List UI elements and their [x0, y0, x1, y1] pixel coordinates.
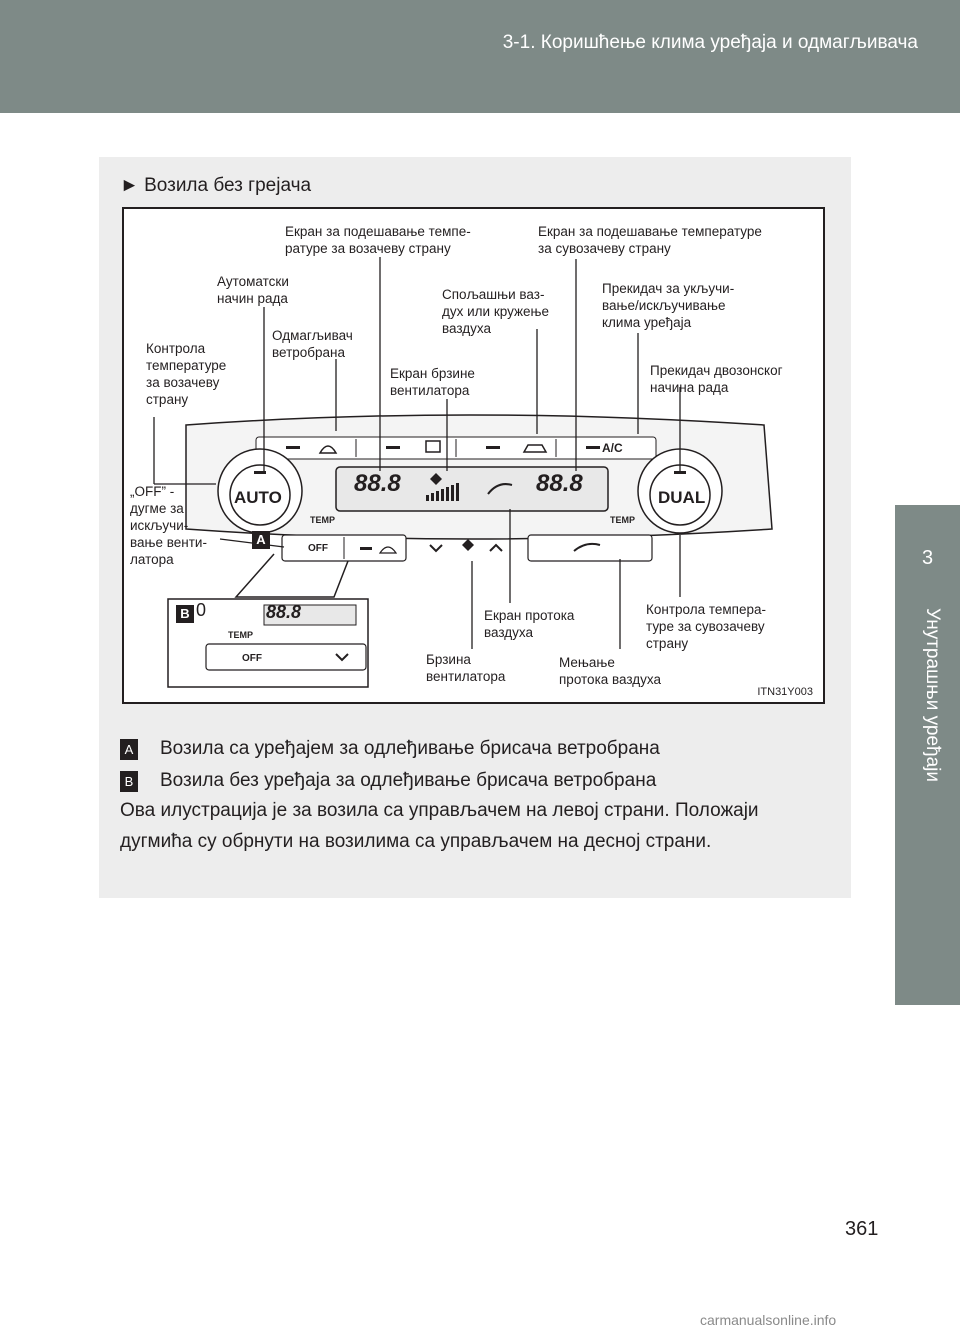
tag-b: B — [176, 605, 194, 623]
inset-temp-label: TEMP — [228, 630, 254, 640]
callout-ac-switch: Прекидач за укључи- вање/искључивање кли… — [602, 281, 735, 330]
inset-temp-digits: 88.8 — [266, 602, 302, 622]
callout-dual-switch: Прекидач двозонског начина рада — [650, 363, 783, 395]
fan-icon — [430, 473, 442, 485]
legend-text-b: Возила без уређаја за одлеђивање брисача… — [160, 770, 657, 791]
section-title: ► Возила без грејача — [120, 175, 312, 196]
fan-speed-icon — [462, 539, 474, 551]
callout-outside-air: Спољашњи ваз- дух или кружење ваздуха — [442, 287, 550, 336]
ac-button-label: A/C — [602, 441, 623, 455]
chapter-number: 3 — [921, 547, 934, 569]
fan-down-icon — [429, 544, 443, 553]
auto-button-label: AUTO — [234, 488, 282, 507]
passenger-temp-digits: 88.8 — [536, 470, 583, 497]
callout-driver-temp-display: Екран за подешавање темпе- ратуре за воз… — [285, 224, 471, 256]
off-button-label: OFF — [308, 543, 328, 554]
inset-knob-digit: 0 — [196, 600, 207, 620]
figure-code: ITN31Y003 — [757, 686, 813, 698]
note-paragraph: Ова илустрација је за возила са управљач… — [120, 800, 759, 852]
inset-off-label: OFF — [242, 653, 262, 664]
callout-defogger: Одмагљивач ветробрана — [272, 328, 353, 360]
callout-off-button: „OFF” - дугме за искључи- вање венти- ла… — [130, 484, 207, 567]
chapter-title: 3-1. Коришћење клима уређаја и одмагљива… — [502, 32, 918, 53]
page-header: 3-1. Коришћење клима уређаја и одмагљива… — [0, 0, 960, 113]
watermark: carmanualsonline.info — [700, 1312, 837, 1328]
rear-defog-icon — [425, 440, 441, 453]
legend-text-a: Возила са уређајем за одлеђивање брисача… — [160, 738, 660, 759]
airflow-button — [527, 534, 653, 562]
leader-lines — [153, 257, 681, 649]
callout-fan-speed: Брзина вентилатора — [426, 652, 506, 684]
chapter-side-tab: 3 Унутрашњи уређаји — [895, 505, 960, 1005]
legend-badge-b: B — [120, 771, 138, 792]
recirculation-icon — [522, 444, 548, 453]
driver-temp-label: TEMP — [310, 515, 336, 525]
callout-passenger-temp-display: Екран за подешавање температуре за сувоз… — [538, 224, 762, 256]
callout-airflow-display: Екран протока ваздуха — [484, 608, 575, 640]
dual-button-label: DUAL — [658, 488, 706, 507]
callout-airflow-change: Мењање протока ваздуха — [559, 655, 662, 687]
tag-a: A — [252, 531, 270, 549]
windshield-defog-icon — [318, 445, 338, 454]
callout-auto-mode: Аутоматски начин рада — [217, 274, 289, 306]
legend-badge-a: A — [120, 739, 138, 760]
passenger-temp-label: TEMP — [610, 515, 636, 525]
callout-driver-temp-control: Контрола температуре за возачеву страну — [146, 341, 227, 407]
chapter-side-label: Унутрашњи уређаји — [922, 608, 943, 783]
legend-row-a: A Возила са уређајем за одлеђивање бриса… — [120, 738, 820, 762]
legend-row-b: B Возила без уређаја за одлеђивање бриса… — [120, 770, 820, 794]
page-number: 361 — [845, 1218, 879, 1240]
center-display — [335, 466, 609, 512]
callout-passenger-temp-control: Контрола темпера- туре за сувозачеву стр… — [646, 602, 767, 651]
callout-fan-display: Екран брзине вентилатора — [390, 366, 475, 398]
climate-panel-figure: AUTO DUAL TEMP TEMP A/C 88.8 88.8 OFF 88… — [122, 207, 825, 704]
wiper-deicer-icon — [378, 546, 398, 554]
fan-bars-icon — [426, 483, 459, 501]
airflow-icon — [487, 483, 513, 495]
fan-up-icon — [489, 543, 503, 552]
climate-panel-drawing — [153, 257, 773, 688]
driver-temp-digits: 88.8 — [354, 470, 401, 497]
